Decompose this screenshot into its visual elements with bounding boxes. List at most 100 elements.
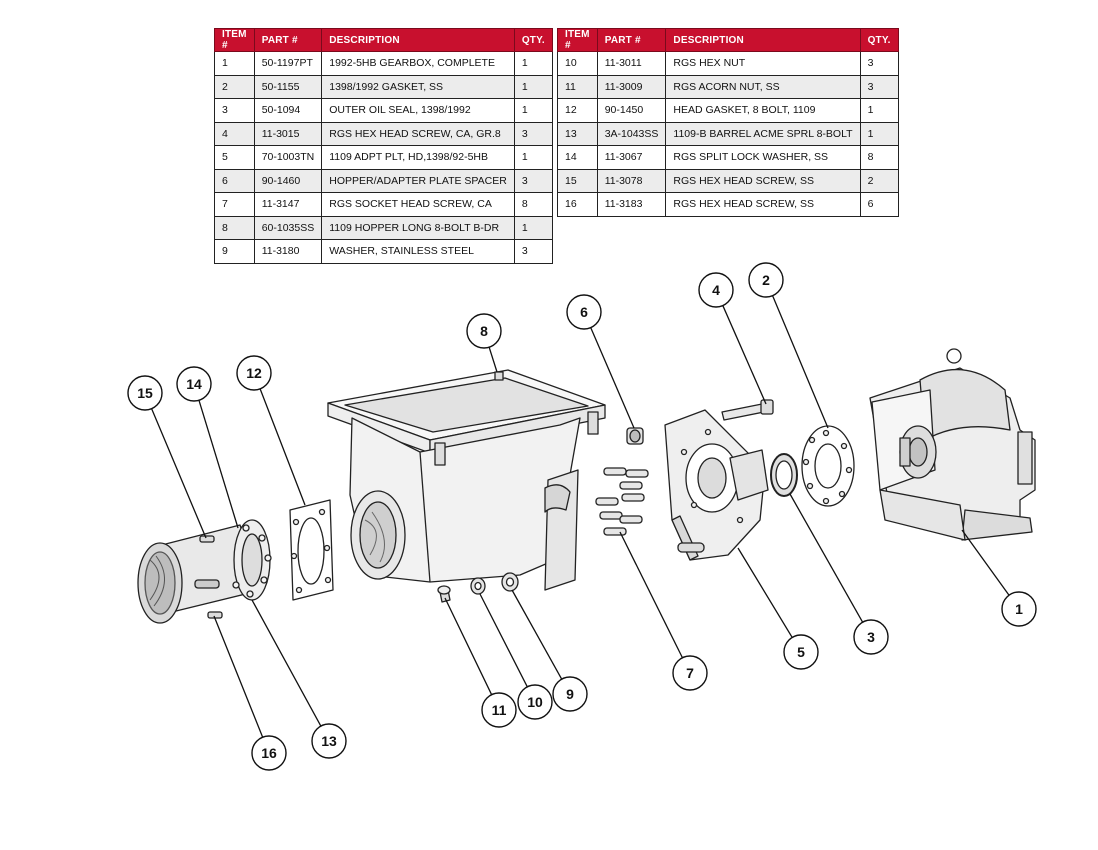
cell-qty: 1 — [513, 98, 553, 123]
cell-qty: 3 — [513, 239, 553, 264]
callout-circle-15 — [127, 375, 163, 411]
spacer-part — [626, 427, 644, 445]
callout-label: 2 — [762, 272, 770, 288]
callout-circle-3 — [853, 619, 889, 655]
table-header-row: ITEM # PART # DESCRIPTION QTY. — [214, 28, 553, 52]
col-header-description: DESCRIPTION — [665, 28, 861, 52]
gasket-part — [801, 425, 855, 507]
callout-label: 1 — [1015, 601, 1023, 617]
col-header-qty: QTY. — [859, 28, 899, 52]
callout-circle-9 — [552, 676, 588, 712]
callout-circle-12 — [236, 355, 272, 391]
cell-qty: 3 — [859, 74, 899, 99]
callout-circle-11 — [481, 692, 517, 728]
leader-line-13 — [251, 599, 322, 727]
head-gasket-part — [289, 499, 334, 601]
callout-circle-1 — [1001, 591, 1037, 627]
col-header-part: PART # — [253, 28, 323, 52]
cell-description: RGS HEX HEAD SCREW, CA, GR.8 — [321, 121, 515, 146]
leader-line-2 — [771, 295, 829, 429]
leader-lines — [150, 295, 1010, 738]
callout-label: 8 — [480, 323, 488, 339]
cell-description: WASHER, STAINLESS STEEL — [321, 239, 515, 264]
cell-description: RGS ACORN NUT, SS — [665, 74, 861, 99]
cell-part: 11-3183 — [596, 192, 667, 217]
cell-part: 11-3147 — [253, 192, 323, 217]
cell-qty: 2 — [859, 168, 899, 193]
cell-qty: 8 — [513, 192, 553, 217]
cell-part: 60-1035SS — [253, 215, 323, 240]
cell-description: RGS HEX HEAD SCREW, SS — [665, 192, 861, 217]
cell-qty: 3 — [513, 121, 553, 146]
leader-line-9 — [511, 589, 563, 680]
cell-qty: 3 — [513, 168, 553, 193]
callout-label: 10 — [527, 694, 543, 710]
cell-part: 50-1094 — [253, 98, 323, 123]
col-header-item: ITEM # — [557, 28, 598, 52]
leader-line-5 — [737, 547, 793, 638]
cell-qty: 1 — [513, 51, 553, 76]
callout-label: 6 — [580, 304, 588, 320]
callout-label: 3 — [867, 629, 875, 645]
cell-description: RGS HEX NUT — [665, 51, 861, 76]
leader-line-14 — [198, 400, 239, 529]
col-header-qty: QTY. — [513, 28, 553, 52]
cell-description: OUTER OIL SEAL, 1398/1992 — [321, 98, 515, 123]
cell-qty: 1 — [513, 215, 553, 240]
cell-item: 4 — [214, 121, 255, 146]
callout-label: 12 — [246, 365, 262, 381]
cell-qty: 1 — [513, 74, 553, 99]
cell-qty: 1 — [859, 98, 899, 123]
cell-item: 3 — [214, 98, 255, 123]
leader-line-4 — [722, 305, 767, 405]
callout-circle-13 — [311, 723, 347, 759]
nut-washer-group — [437, 572, 519, 603]
oil-seal-part — [770, 453, 798, 497]
cell-description: 1992-5HB GEARBOX, COMPLETE — [321, 51, 515, 76]
leader-line-11 — [444, 597, 493, 695]
callout-circle-4 — [698, 272, 734, 308]
callout-label: 15 — [137, 385, 153, 401]
gearbox-part — [869, 348, 1036, 541]
cell-qty: 1 — [859, 121, 899, 146]
cell-description: 1109-B BARREL ACME SPRL 8-BOLT — [665, 121, 861, 146]
col-header-item: ITEM # — [214, 28, 255, 52]
callout-label: 4 — [712, 282, 720, 298]
barrel-part — [137, 519, 272, 624]
cell-part: 50-1197PT — [253, 51, 323, 76]
cell-part: 11-3011 — [596, 51, 667, 76]
cell-description: 1398/1992 GASKET, SS — [321, 74, 515, 99]
cell-item: 15 — [557, 168, 598, 193]
callout-label: 13 — [321, 733, 337, 749]
callout-label: 9 — [566, 686, 574, 702]
leader-line-16 — [213, 615, 264, 738]
callout-circle-10 — [517, 684, 553, 720]
callout-circle-6 — [566, 294, 602, 330]
cell-item: 10 — [557, 51, 598, 76]
callout-label: 14 — [186, 376, 202, 392]
adapter-plate-part — [664, 409, 769, 561]
cell-qty: 3 — [859, 51, 899, 76]
cell-part: 3A-1043SS — [596, 121, 667, 146]
cell-item: 11 — [557, 74, 598, 99]
parts-table-left: ITEM # PART # DESCRIPTION QTY. 1 50-1197P… — [214, 28, 553, 264]
cell-item: 12 — [557, 98, 598, 123]
cell-item: 2 — [214, 74, 255, 99]
table-header-row: ITEM # PART # DESCRIPTION QTY. — [557, 28, 899, 52]
cell-qty: 8 — [859, 145, 899, 170]
cell-part: 11-3067 — [596, 145, 667, 170]
callout-circle-16 — [251, 735, 287, 771]
